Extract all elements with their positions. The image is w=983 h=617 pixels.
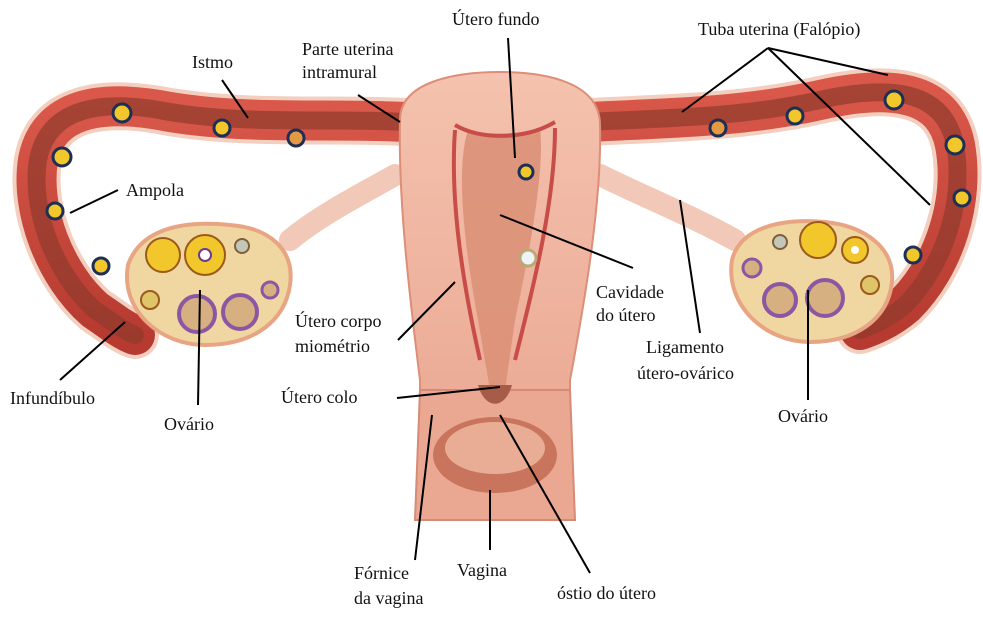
right-ovary	[731, 221, 892, 342]
label-istmo: Istmo	[192, 52, 233, 73]
label-cavidade-2: do útero	[596, 305, 655, 326]
label-corpo-2: miométrio	[295, 336, 370, 357]
label-parte-uterina-2: intramural	[302, 62, 377, 83]
label-ampola: Ampola	[126, 180, 184, 201]
label-vagina: Vagina	[457, 560, 507, 581]
label-ostio: óstio do útero	[557, 583, 656, 604]
label-cavidade-1: Cavidade	[596, 282, 664, 303]
leader-ampola	[70, 190, 118, 213]
label-ligamento-2: útero-ovárico	[637, 363, 734, 384]
label-fornice-2: da vagina	[354, 588, 423, 609]
left-ovarian-ligament	[290, 175, 395, 240]
uterus	[400, 72, 600, 520]
label-corpo-1: Útero corpo	[295, 311, 381, 332]
label-ovario-left: Ovário	[164, 414, 214, 435]
label-ovario-right: Ovário	[778, 406, 828, 427]
label-parte-uterina-1: Parte uterina	[302, 39, 393, 60]
right-ovarian-ligament	[600, 175, 735, 240]
label-tuba-uterina: Tuba uterina (Falópio)	[698, 19, 860, 40]
label-ligamento-1: Ligamento	[646, 337, 724, 358]
label-fornice-1: Fórnice	[354, 563, 409, 584]
leader-tuba-2	[768, 48, 888, 75]
left-ovary	[127, 224, 291, 345]
label-infundibulo: Infundíbulo	[10, 388, 95, 409]
label-utero-fundo: Útero fundo	[452, 9, 539, 30]
label-colo: Útero colo	[281, 387, 357, 408]
